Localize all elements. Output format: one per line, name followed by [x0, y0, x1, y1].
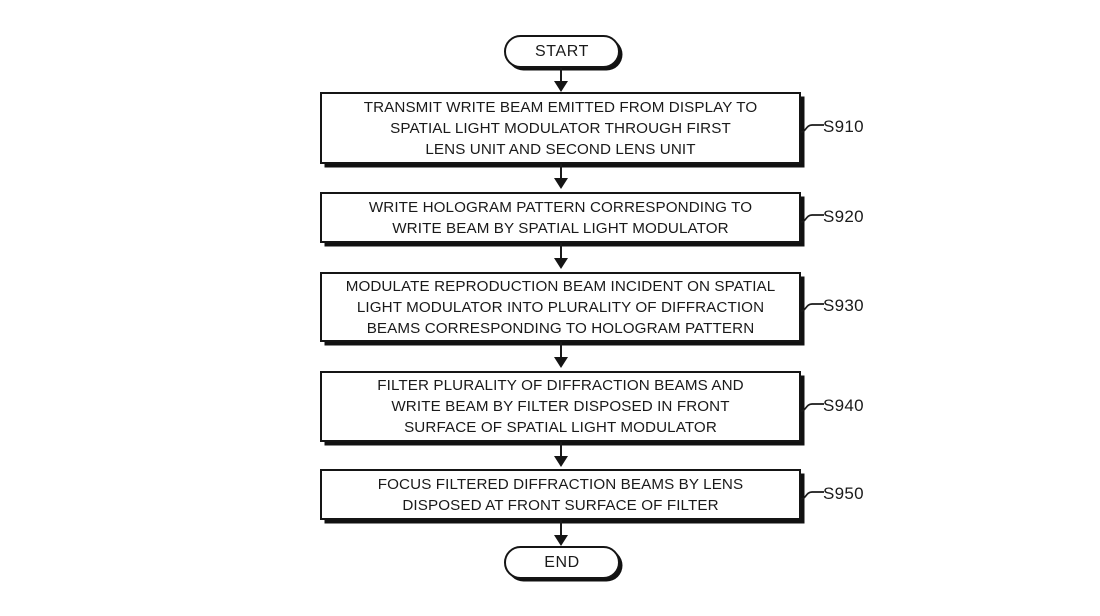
process-box-s930: MODULATE REPRODUCTION BEAM INCIDENT ON S…: [320, 272, 801, 342]
connector-step5-to-end: [560, 520, 562, 537]
arrowhead-step2-to-step3: [554, 258, 568, 269]
arrowhead-step4-to-step5: [554, 456, 568, 467]
process-box-s920-text: WRITE HOLOGRAM PATTERN CORRESPONDING TO …: [368, 198, 753, 237]
step-connector-s910: [800, 121, 825, 135]
arrowhead-step5-to-end: [554, 535, 568, 546]
process-box-s920: WRITE HOLOGRAM PATTERN CORRESPONDING TO …: [320, 192, 801, 243]
terminal-end-label: END: [544, 553, 580, 571]
process-box-s940: FILTER PLURALITY OF DIFFRACTION BEAMS AN…: [320, 371, 801, 442]
step-label-s920: S920: [823, 207, 864, 226]
process-box-s930-text: MODULATE REPRODUCTION BEAM INCIDENT ON S…: [345, 277, 776, 337]
process-box-s950: FOCUS FILTERED DIFFRACTION BEAMS BY LENS…: [320, 469, 801, 520]
step-connector-s940: [800, 400, 825, 414]
step-connector-s950: [800, 488, 825, 502]
arrowhead-start-to-step1: [554, 81, 568, 92]
step-label-s910: S910: [823, 117, 864, 136]
connector-step1-to-step2: [560, 164, 562, 181]
step-connector-s920: [800, 211, 825, 225]
arrowhead-step1-to-step2: [554, 178, 568, 189]
connector-step4-to-step5: [560, 442, 562, 459]
step-label-s940: S940: [823, 396, 864, 415]
terminal-start-label: START: [535, 42, 589, 60]
step-label-s950: S950: [823, 484, 864, 503]
connector-step2-to-step3: [560, 243, 562, 260]
connector-step3-to-step4: [560, 342, 562, 359]
process-box-s910-text: TRANSMIT WRITE BEAM EMITTED FROM DISPLAY…: [363, 98, 758, 158]
process-box-s940-text: FILTER PLURALITY OF DIFFRACTION BEAMS AN…: [377, 377, 744, 436]
process-box-s950-text: FOCUS FILTERED DIFFRACTION BEAMS BY LENS…: [377, 475, 744, 514]
step-connector-s930: [800, 300, 825, 314]
terminal-start: START: [504, 35, 620, 68]
arrowhead-step3-to-step4: [554, 357, 568, 368]
terminal-end: END: [504, 546, 620, 579]
process-box-s910: TRANSMIT WRITE BEAM EMITTED FROM DISPLAY…: [320, 92, 801, 164]
connector-start-to-step1: [560, 68, 562, 84]
step-label-s930: S930: [823, 296, 864, 315]
